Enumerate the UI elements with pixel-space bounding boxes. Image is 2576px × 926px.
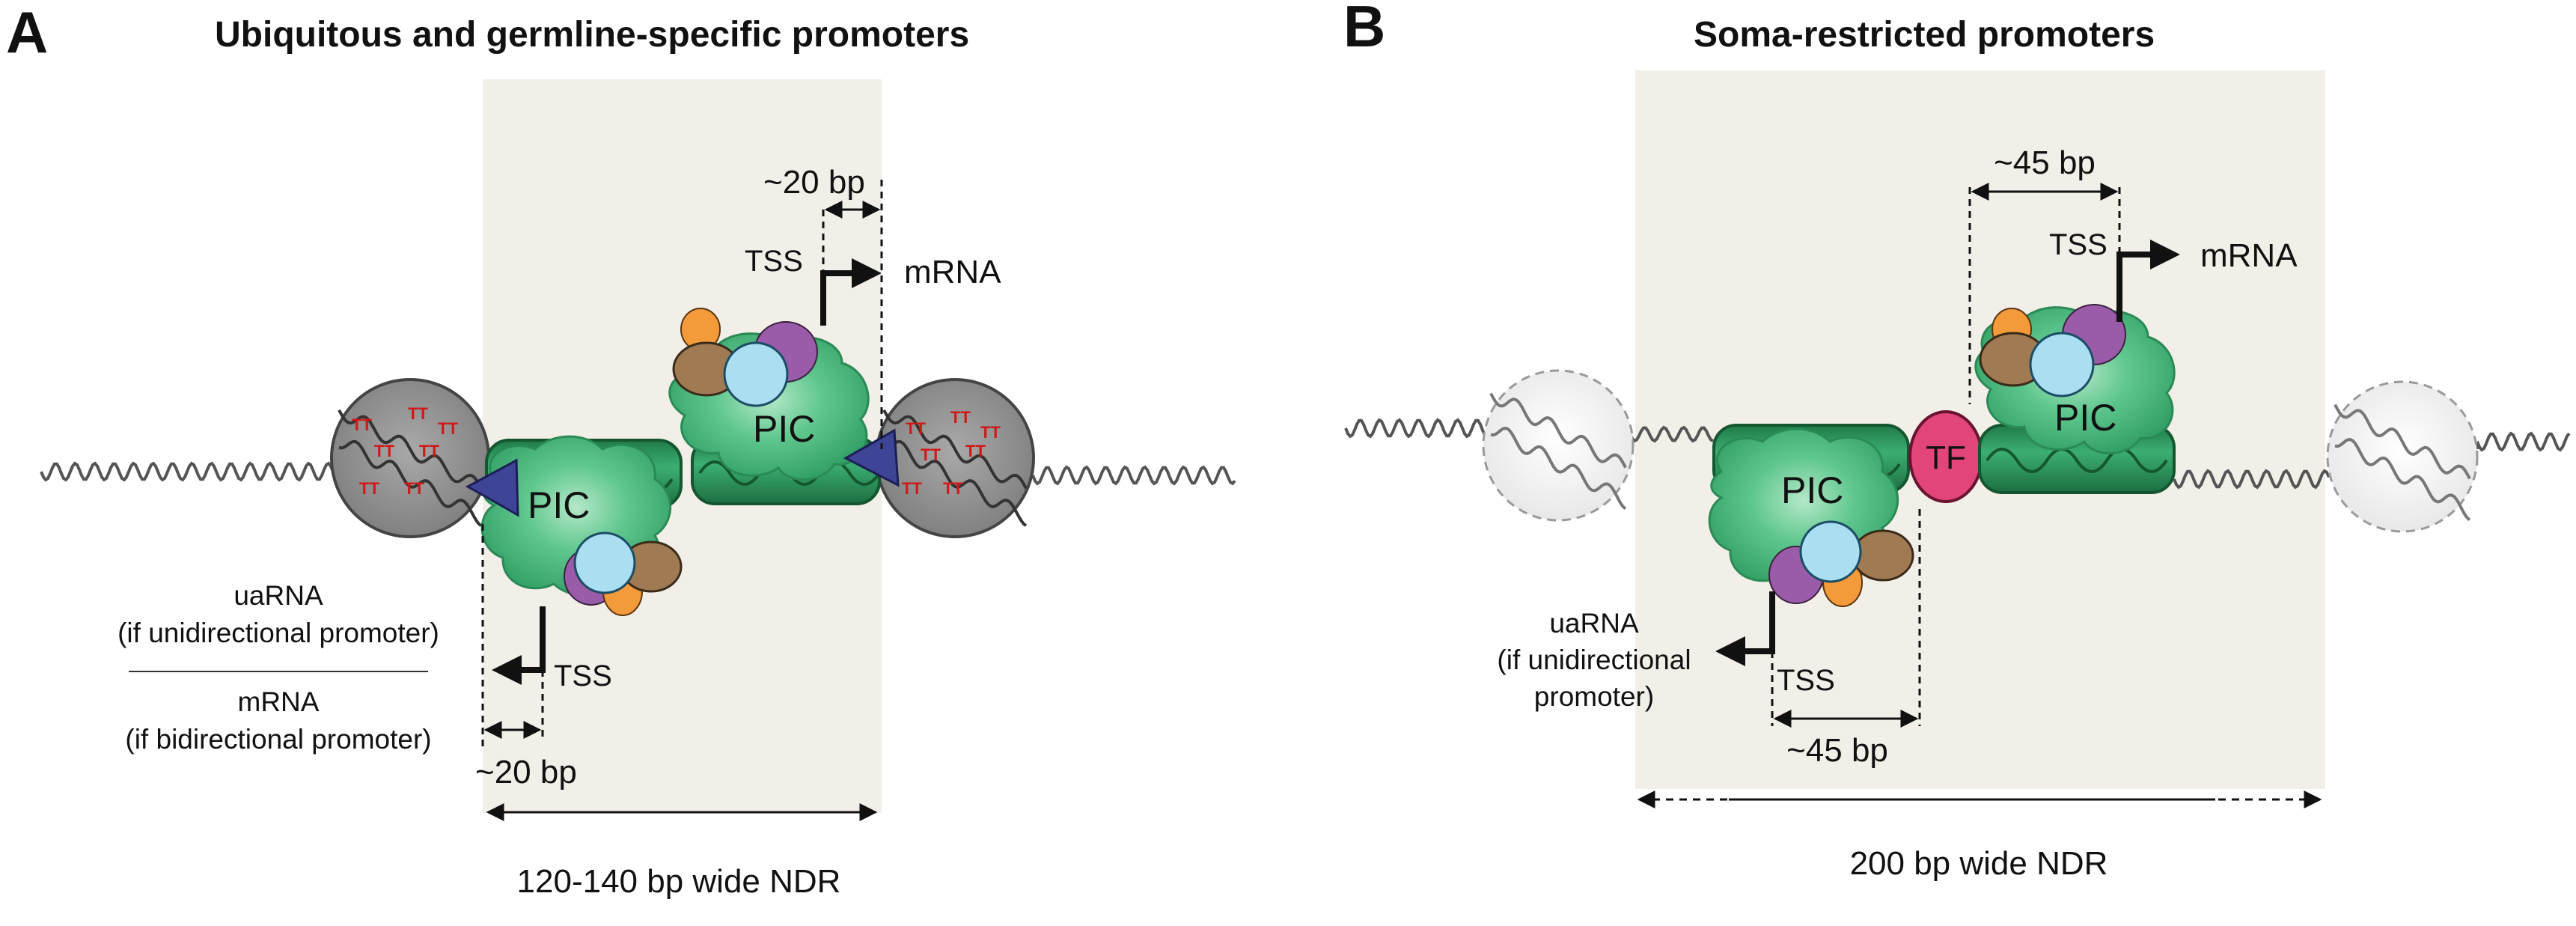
panel-letter-a: A — [6, 0, 48, 65]
dna-strand-middle-b — [1629, 425, 1714, 443]
pic-complex-upper-a: PIC — [668, 308, 900, 505]
left-label-line3-a: mRNA — [238, 686, 320, 717]
distance-label-bottom-a: ~20 bp — [475, 754, 577, 791]
pic-label-lower-b: PIC — [1781, 469, 1843, 511]
distance-label-bottom-b: ~45 bp — [1786, 732, 1888, 769]
thymine-dimer-mark: TT — [950, 408, 971, 427]
thymine-dimer-mark: TT — [404, 479, 424, 498]
distance-label-top-b: ~45 bp — [1994, 144, 2096, 181]
tss-label-upper-a: TSS — [745, 245, 803, 278]
left-label-line4-a: (if bidirectional promoter) — [125, 724, 431, 755]
mrna-label-upper-a: mRNA — [904, 254, 1001, 290]
dna-strand-left-a — [40, 461, 337, 482]
dna-strand-right-a — [1031, 465, 1236, 486]
pic-label-upper-a: PIC — [753, 408, 815, 450]
left-label-line2-b: (if unidirectional — [1497, 645, 1691, 675]
thymine-dimer-mark: TT — [943, 479, 963, 498]
dna-strand-left-b — [1344, 418, 1486, 439]
left-label-line1-b: uaRNA — [1549, 608, 1639, 639]
panel-title-b: Soma-restricted promoters — [1694, 15, 2155, 55]
mrna-label-upper-b: mRNA — [2200, 237, 2298, 274]
tss-label-lower-a: TSS — [554, 660, 612, 692]
panel-title-a: Ubiquitous and germline-specific promote… — [215, 15, 969, 55]
pic-complex-lower-a: PIC — [465, 435, 683, 616]
thymine-dimer-mark: TT — [902, 479, 922, 498]
nucleosome-left-b — [1482, 369, 1635, 522]
thymine-dimer-mark: TT — [438, 419, 458, 438]
marker-triangle-right-a — [843, 428, 900, 487]
thymine-dimer-mark: TT — [408, 404, 428, 423]
distance-label-top-a: ~20 bp — [763, 164, 865, 201]
ndr-label-b: 200 bp wide NDR — [1850, 845, 2108, 882]
tf-label-b: TF — [1926, 439, 1966, 476]
nucleosome-right-b — [2326, 380, 2479, 533]
tss-label-lower-b: TSS — [1777, 664, 1835, 697]
panel-b: PIC TF PIC TSS mRNA ~45 bp TSS — [1343, 0, 2571, 882]
thymine-dimer-mark: TT — [965, 442, 986, 460]
pic-complex-upper-b: PIC — [1974, 304, 2176, 494]
thymine-dimer-mark: TT — [359, 479, 379, 498]
transcription-factor-b: TF — [1908, 410, 1983, 503]
thymine-dimer-mark: TT — [419, 442, 439, 460]
ndr-label-a: 120-140 bp wide NDR — [517, 863, 841, 900]
dna-strand-right-b — [2173, 431, 2571, 490]
thymine-dimer-mark: TT — [352, 415, 372, 434]
left-label-line2-a: (if unidirectional promoter) — [117, 618, 439, 648]
thymine-dimer-mark: TT — [906, 419, 926, 438]
thymine-dimer-mark: TT — [980, 423, 1001, 442]
left-label-line3-b: promoter) — [1534, 681, 1654, 712]
tss-label-upper-b: TSS — [2049, 228, 2108, 261]
thymine-dimer-mark: TT — [921, 445, 941, 464]
left-label-line1-a: uaRNA — [234, 580, 323, 611]
pic-label-upper-b: PIC — [2054, 397, 2116, 439]
thymine-dimer-mark: TT — [374, 442, 394, 460]
pic-label-lower-a: PIC — [528, 484, 590, 526]
panel-letter-b: B — [1343, 0, 1385, 59]
tss-arrow-upper-b — [2116, 240, 2180, 322]
pic-complex-lower-b: PIC — [1708, 424, 1914, 607]
marker-triangle-left-a — [465, 458, 519, 517]
